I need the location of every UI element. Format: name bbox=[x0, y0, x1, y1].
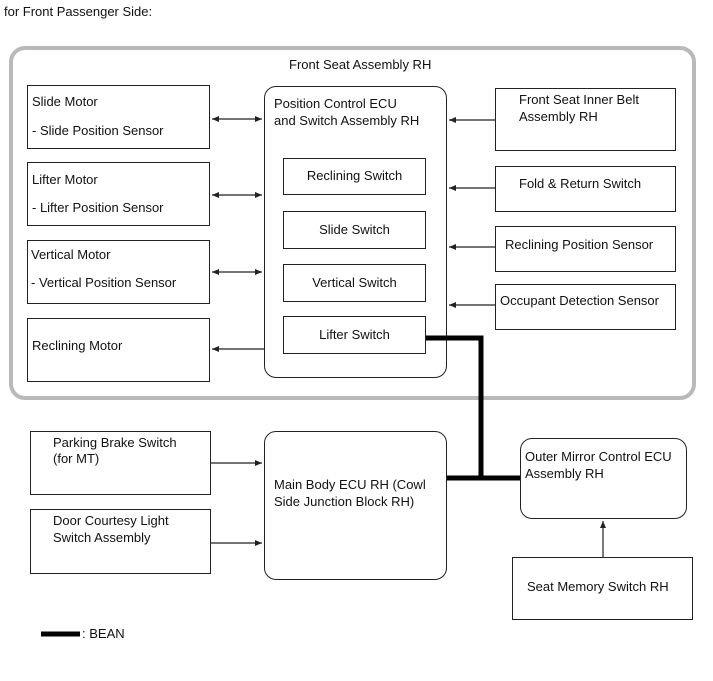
vertical-switch-box: Vertical Switch bbox=[283, 264, 426, 302]
lifter-motor-box: Lifter Motor - Lifter Position Sensor bbox=[27, 162, 210, 226]
ecu-label-line2: and Switch Assembly RH bbox=[274, 113, 420, 128]
vertical-motor-box: Vertical Motor - Vertical Position Senso… bbox=[27, 240, 210, 304]
slide-switch-box: Slide Switch bbox=[283, 211, 426, 249]
occupant-detection-sensor-box: Occupant Detection Sensor bbox=[495, 284, 676, 330]
diagram-caption: for Front Passenger Side: bbox=[4, 4, 153, 19]
main-body-ecu-label-line1: Main Body ECU RH (Cowl bbox=[274, 477, 426, 492]
reclining-motor-box: Reclining Motor bbox=[27, 318, 210, 382]
ecu-label-line1: Position Control ECU bbox=[274, 96, 397, 111]
door-courtesy-label-line2: Switch Assembly bbox=[53, 530, 151, 545]
parking-brake-label-line1: Parking Brake Switch bbox=[53, 435, 177, 450]
inner-belt-label-line1: Front Seat Inner Belt bbox=[519, 92, 639, 107]
front-seat-assembly-group bbox=[9, 46, 696, 400]
slide-motor-box: Slide Motor - Slide Position Sensor bbox=[27, 85, 210, 149]
parking-brake-switch-box: Parking Brake Switch (for MT) bbox=[30, 431, 211, 495]
legend-label: : BEAN bbox=[82, 626, 125, 641]
parking-brake-label-line2: (for MT) bbox=[53, 451, 100, 466]
lifter-motor-label: Lifter Motor bbox=[32, 172, 98, 187]
fold-return-switch-box: Fold & Return Switch bbox=[495, 166, 676, 212]
main-body-ecu-box: Main Body ECU RH (Cowl Side Junction Blo… bbox=[264, 431, 447, 580]
fold-return-switch-label: Fold & Return Switch bbox=[519, 176, 642, 191]
slide-motor-label: Slide Motor bbox=[32, 94, 98, 109]
outer-mirror-ecu-box: Outer Mirror Control ECU Assembly RH bbox=[520, 438, 687, 519]
seat-memory-switch-box: Seat Memory Switch RH bbox=[512, 557, 693, 620]
outer-mirror-ecu-label-line1: Outer Mirror Control ECU bbox=[525, 449, 672, 464]
door-courtesy-label-line1: Door Courtesy Light bbox=[53, 513, 169, 528]
reclining-position-sensor-box: Reclining Position Sensor bbox=[495, 226, 676, 272]
main-body-ecu-label-line2: Side Junction Block RH) bbox=[274, 494, 415, 509]
slide-switch-label: Slide Switch bbox=[319, 222, 390, 237]
vertical-switch-label: Vertical Switch bbox=[312, 275, 397, 290]
slide-sensor-label: - Slide Position Sensor bbox=[32, 123, 164, 138]
seat-memory-switch-label: Seat Memory Switch RH bbox=[527, 579, 669, 594]
lifter-sensor-label: - Lifter Position Sensor bbox=[32, 200, 164, 215]
bean-bus-line bbox=[426, 335, 484, 481]
outer-mirror-ecu-label-line2: Assembly RH bbox=[525, 466, 604, 481]
lifter-switch-label: Lifter Switch bbox=[319, 327, 390, 342]
reclining-motor-label: Reclining Motor bbox=[32, 338, 123, 353]
occupant-detection-sensor-label: Occupant Detection Sensor bbox=[500, 293, 659, 308]
reclining-switch-box: Reclining Switch bbox=[283, 158, 426, 195]
reclining-switch-label: Reclining Switch bbox=[306, 168, 403, 183]
lifter-switch-box: Lifter Switch bbox=[283, 316, 426, 354]
door-courtesy-switch-box: Door Courtesy Light Switch Assembly bbox=[30, 509, 211, 574]
vertical-motor-label: Vertical Motor bbox=[31, 247, 111, 262]
inner-belt-label-line2: Assembly RH bbox=[519, 109, 598, 124]
group-title: Front Seat Assembly RH bbox=[289, 57, 432, 72]
inner-belt-box: Front Seat Inner Belt Assembly RH bbox=[495, 88, 676, 151]
vertical-sensor-label: - Vertical Position Sensor bbox=[31, 275, 177, 290]
reclining-position-sensor-label: Reclining Position Sensor bbox=[505, 237, 654, 252]
